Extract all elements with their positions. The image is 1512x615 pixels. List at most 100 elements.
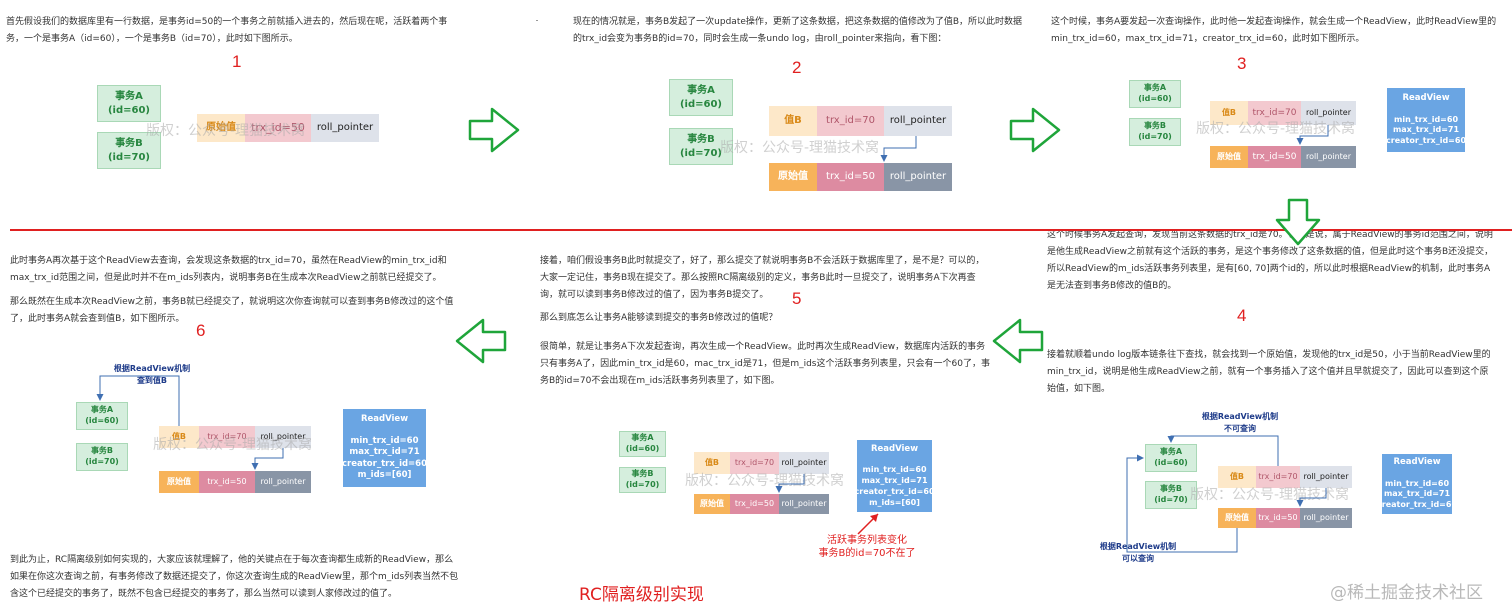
undo-log-trx-id-cell: trx_id=50 <box>817 163 884 191</box>
transaction-b-box: 事务B (id=70) <box>97 132 161 169</box>
undo-log-roll-pointer-cell: roll_pointer <box>255 471 311 493</box>
transaction-a-box: 事务A (id=60) <box>619 431 666 457</box>
stray-dot <box>536 20 538 21</box>
record-trx-id-cell: trx_id=70 <box>1256 466 1300 488</box>
record-trx-id-cell: trx_id=50 <box>245 114 311 142</box>
readview-fields: min_trx_id=60 max_trx_id=71 creator_trx_… <box>342 435 428 481</box>
record-trx-id-cell: trx_id=70 <box>1248 101 1301 125</box>
record-roll-pointer-cell: roll_pointer <box>255 426 311 448</box>
panel-6-text-2: 那么既然在生成本次ReadView之前，事务B就已经提交了，就说明这次你查询就可… <box>10 297 454 324</box>
flow-arrow-right-2 <box>1009 107 1061 153</box>
flow-arrow-left-2 <box>455 318 507 364</box>
roll-pointer-link <box>1296 488 1327 507</box>
readview-fields: min_trx_id=60 max_trx_id=71 creator_trx_… <box>1377 478 1458 510</box>
panel-6-text-1: 此时事务A再次基于这个ReadView去查询，会发现这条数据的trx_id=70… <box>10 256 447 283</box>
record-trx-id-cell: trx_id=70 <box>730 452 779 474</box>
panel-2-text: 现在的情况就是，事务B发起了一次update操作，更新了这条数据，把这条数据的值… <box>573 17 1023 44</box>
undo-log-value-cell: 原始值 <box>1218 508 1256 528</box>
watermark: 版权：公众号-理猫技术窝 <box>720 140 880 156</box>
readview-title: ReadView <box>1393 457 1441 468</box>
step-number-4: 4 <box>1237 306 1247 325</box>
panel-3-text: 这个时候，事务A要发起一次查询操作，此时他一发起查询操作，就会生成一个ReadV… <box>1051 17 1497 44</box>
undo-log-roll-pointer-cell: roll_pointer <box>779 494 829 514</box>
record-trx-id-cell: trx_id=70 <box>817 106 884 136</box>
undo-log-value-cell: 原始值 <box>159 471 199 493</box>
record-roll-pointer-cell: roll_pointer <box>884 106 952 136</box>
roll-pointer-link <box>251 448 284 470</box>
transaction-a-box: 事务A (id=60) <box>1145 444 1197 472</box>
record-roll-pointer-cell: roll_pointer <box>1300 466 1352 488</box>
readview-box: ReadView min_trx_id=60 max_trx_id=71 cre… <box>1377 454 1457 514</box>
undo-log-roll-pointer-cell: roll_pointer <box>1300 508 1352 528</box>
readview-title: ReadView <box>870 443 919 454</box>
record-value-cell: 值B <box>1218 466 1256 488</box>
undo-log-trx-id-cell: trx_id=50 <box>199 471 255 493</box>
record-value-cell: 值B <box>769 106 817 136</box>
transaction-b-box: 事务B (id=70) <box>669 128 733 165</box>
watermark: 版权：公众号-理猫技术窝 <box>1190 487 1350 503</box>
readview-box: ReadView min_trx_id=60 max_trx_id=71 cre… <box>854 440 935 512</box>
transaction-a-box: 事务A (id=60) <box>1129 80 1181 108</box>
transaction-a-box: 事务A (id=60) <box>669 79 733 116</box>
step-number-5: 5 <box>792 289 802 308</box>
transaction-a-box: 事务A (id=60) <box>97 85 161 122</box>
roll-pointer-link <box>1296 125 1329 145</box>
flow-arrow-down <box>1275 198 1321 246</box>
step-number-6: 6 <box>196 321 206 340</box>
watermark: 版权：公众号-理猫技术窝 <box>153 437 313 453</box>
can-query-link <box>1126 454 1238 553</box>
readview-fields: min_trx_id=60 max_trx_id=71 creator_trx_… <box>854 465 935 507</box>
undo-log-trx-id-cell: trx_id=50 <box>730 494 779 514</box>
watermark: 版权：公众号-理猫技术窝 <box>1196 121 1356 137</box>
panel-5-text-3: 很简单，就是让事务A下次发起查询，再次生成一个ReadView。此时再次生成Re… <box>540 342 990 386</box>
annotation-arrowhead <box>870 514 878 522</box>
step-number-1: 1 <box>232 52 242 71</box>
diagram-title: RC隔离级别实现 <box>579 585 704 605</box>
step-number-2: 2 <box>792 58 802 77</box>
roll-pointer-link <box>880 136 917 162</box>
roll-pointer-link <box>775 474 805 493</box>
step-number-3: 3 <box>1237 54 1247 73</box>
transaction-b-box: 事务B (id=70) <box>76 443 128 471</box>
readview-box: ReadView min_trx_id=60 max_trx_id=71 cre… <box>1386 88 1467 152</box>
undo-log-value-cell: 原始值 <box>769 163 817 191</box>
record-value-cell: 值B <box>159 426 199 448</box>
record-roll-pointer-cell: roll_pointer <box>311 114 379 142</box>
cannot-query-link <box>1167 435 1279 466</box>
active-list-change-annotation: 活跃事务列表变化 事务B的id=70不在了 <box>818 534 916 560</box>
panel-5-text-2: 那么到底怎么让事务A能够读到提交的事务B修改过的值呢？ <box>540 313 778 323</box>
watermark: 版权：公众号-理猫技术窝 <box>146 123 306 139</box>
readview-fields: min_trx_id=60 max_trx_id=71 creator_trx_… <box>1386 114 1467 146</box>
brand-watermark: @稀土掘金技术社区 <box>1330 583 1483 603</box>
record-roll-pointer-cell: roll_pointer <box>1301 101 1356 125</box>
undo-log-value-cell: 原始值 <box>694 494 730 514</box>
record-roll-pointer-cell: roll_pointer <box>779 452 829 474</box>
label-found-value-b: 根据ReadView机制 查到值B <box>113 364 191 385</box>
record-value-cell: 值B <box>1210 101 1248 125</box>
transaction-a-box: 事务A (id=60) <box>76 402 128 430</box>
record-value-cell: 原始值 <box>197 114 245 142</box>
panel-6-conclusion: 到此为止，RC隔离级别如何实现的，大家应该就理解了，他的关键点在于每次查询都生成… <box>10 555 459 599</box>
transaction-b-box: 事务B (id=70) <box>1129 118 1181 146</box>
readview-title: ReadView <box>1402 93 1450 104</box>
undo-log-roll-pointer-cell: roll_pointer <box>884 163 952 191</box>
panel-5-text-1: 接着，咱们假设事务B此时就提交了，好了，那么提交了就说明事务B不会活跃于数据库里… <box>540 256 985 300</box>
undo-log-value-cell: 原始值 <box>1210 146 1248 168</box>
flow-arrow-right-1 <box>468 107 520 153</box>
record-trx-id-cell: trx_id=70 <box>199 426 255 448</box>
label-can-query: 根据ReadView机制 可以查询 <box>1099 542 1177 563</box>
found-value-link <box>96 375 180 426</box>
undo-log-roll-pointer-cell: roll_pointer <box>1301 146 1356 168</box>
panel-4-text-2: 接着就顺着undo log版本链条往下查找，就会找到一个原始值，发现他的trx_… <box>1047 350 1491 394</box>
undo-log-trx-id-cell: trx_id=50 <box>1248 146 1301 168</box>
transaction-b-box: 事务B (id=70) <box>1145 481 1197 509</box>
readview-box: ReadView min_trx_id=60 max_trx_id=71 cre… <box>342 409 428 487</box>
flow-arrow-left-1 <box>992 318 1044 364</box>
readview-title: ReadView <box>360 414 409 425</box>
transaction-b-box: 事务B (id=70) <box>619 467 666 493</box>
record-value-cell: 值B <box>694 452 730 474</box>
panel-1-text: 首先假设我们的数据库里有一行数据，是事务id=50的一个事务之前就插入进去的，然… <box>6 17 448 44</box>
panel-4-text-1: 这个时候事务A发起查询，发现当前这条数据的trx_id是70。也就是说，属于Re… <box>1047 230 1494 291</box>
undo-log-trx-id-cell: trx_id=50 <box>1256 508 1300 528</box>
